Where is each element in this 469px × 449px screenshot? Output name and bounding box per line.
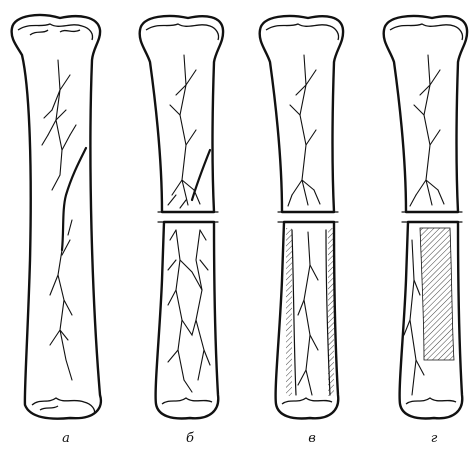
bone-outline-a bbox=[12, 15, 101, 419]
caption-a: а bbox=[62, 431, 70, 446]
bone-outline-b-lower bbox=[156, 222, 219, 418]
panel-b-fracture bbox=[140, 16, 223, 419]
bone-outline-v-upper bbox=[260, 16, 343, 212]
bone-outline-g-upper bbox=[384, 16, 467, 212]
caption-v: в bbox=[308, 431, 316, 446]
caption-b: б bbox=[186, 431, 194, 446]
caption-g: г bbox=[431, 431, 438, 446]
panel-v-fracture bbox=[260, 16, 343, 419]
epiphysis-top-a bbox=[18, 24, 93, 40]
panel-g-fracture bbox=[384, 16, 467, 419]
epiphysis-bottom-a bbox=[32, 398, 95, 414]
bone-outline-b-upper bbox=[140, 16, 223, 212]
shaded-callus-g bbox=[420, 228, 454, 360]
panel-a-intact-bone bbox=[12, 15, 101, 419]
